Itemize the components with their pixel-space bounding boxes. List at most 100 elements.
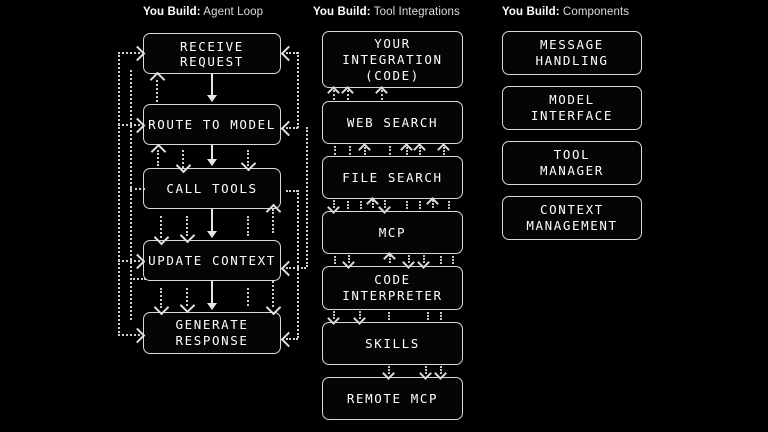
stem-g5-e <box>440 312 442 320</box>
heading-prefix: You Build: <box>502 6 560 18</box>
stem-g3-h <box>432 200 434 208</box>
riser-call-tools-up-right <box>272 209 274 233</box>
stem-g3-e <box>384 200 386 208</box>
arrow-update-to-generate <box>211 281 213 309</box>
node-your-integration[interactable]: YOUR INTEGRATION (CODE) <box>322 31 463 88</box>
stem-g6-c <box>440 366 442 374</box>
heading-title: Agent Loop <box>200 6 264 18</box>
heading-title: Tool Integrations <box>370 6 460 18</box>
node-code-interpreter[interactable]: CODE INTERPRETER <box>322 266 463 310</box>
node-remote-mcp[interactable]: REMOTE MCP <box>322 377 463 420</box>
chevron-up-receive-request <box>149 71 166 88</box>
stem-g4-f <box>440 256 442 264</box>
feedback-rail-outer-left <box>118 52 120 336</box>
tick-up-g2-c <box>358 143 371 156</box>
tick-up-g2-f <box>413 143 426 156</box>
stem-g2-f <box>419 147 421 155</box>
feedback-in-generate <box>118 334 140 336</box>
feedback-rail-right-a <box>297 52 299 128</box>
riser-generate-down <box>160 288 162 308</box>
feedback-branch-update <box>130 278 146 280</box>
stem-g5-c <box>388 312 390 320</box>
column-heading-tool-integrations: You Build: Tool Integrations <box>313 6 460 18</box>
stem-g4-d <box>408 255 410 263</box>
riser-update-up-right <box>272 281 274 307</box>
feedback-rail-inner-left <box>130 70 132 320</box>
node-context-management[interactable]: CONTEXT MANAGEMENT <box>502 196 642 240</box>
stem-g2-b <box>349 146 351 155</box>
tick-up-g2-e <box>400 143 413 156</box>
tick-up-g1-c <box>375 86 388 99</box>
stem-g1-b <box>347 90 349 100</box>
feedback-out-receive <box>286 52 298 54</box>
chevron-left-route-to-model <box>280 120 297 137</box>
node-message-handling[interactable]: MESSAGE HANDLING <box>502 31 642 75</box>
tick-up-g3-d <box>366 197 379 210</box>
chevron-left-generate-response <box>280 331 297 348</box>
node-mcp[interactable]: MCP <box>322 211 463 254</box>
chevron-left-update-context <box>280 260 297 277</box>
node-web-search[interactable]: WEB SEARCH <box>322 101 463 144</box>
feedback-out-route <box>286 127 298 129</box>
stem-g3-f <box>406 201 408 209</box>
stem-g2-d <box>389 146 391 155</box>
node-tool-manager[interactable]: TOOL MANAGER <box>502 141 642 185</box>
stem-g2-g <box>443 147 445 155</box>
stem-g4-a <box>334 256 336 264</box>
stem-g6-b <box>425 366 427 374</box>
feedback-in-update <box>118 260 140 262</box>
stem-g3-c <box>360 201 362 209</box>
arrow-route-to-call <box>211 145 213 165</box>
node-generate-response[interactable]: GENERATE RESPONSE <box>143 312 281 354</box>
riser-update-down <box>160 216 162 238</box>
stem-g4-g <box>452 256 454 264</box>
riser-generate-branch-2 <box>247 288 249 306</box>
node-route-to-model[interactable]: ROUTE TO MODEL <box>143 104 281 145</box>
arrow-call-to-update <box>211 209 213 237</box>
riser-route-up <box>157 150 159 166</box>
stem-g2-e <box>406 147 408 155</box>
stem-g3-d <box>372 200 374 208</box>
stem-g5-b <box>359 311 361 319</box>
feedback-out-update <box>286 267 306 269</box>
arrow-receive-to-route <box>211 74 213 101</box>
chevron-left-receive-request <box>280 45 297 62</box>
stem-g1-a <box>333 90 335 100</box>
stem-g2-a <box>334 146 336 155</box>
feedback-rail-right-c <box>297 190 299 338</box>
node-model-interface[interactable]: MODEL INTERFACE <box>502 86 642 130</box>
stem-g6-a <box>388 366 390 374</box>
feedback-in-call-tools <box>130 188 145 190</box>
tick-up-g1-a <box>327 86 340 99</box>
stem-g1-c <box>381 90 383 100</box>
stem-g4-c <box>389 255 391 263</box>
feedback-in-route <box>118 124 140 126</box>
node-file-search[interactable]: FILE SEARCH <box>322 156 463 199</box>
stem-g3-b <box>347 201 349 209</box>
stem-g3-a <box>333 200 335 208</box>
riser-route-branch <box>247 150 249 166</box>
chevron-down-generate-branch <box>179 297 196 314</box>
heading-prefix: You Build: <box>143 6 201 18</box>
feedback-out-call-tools <box>286 190 298 192</box>
riser-generate-branch <box>186 288 188 306</box>
stem-g5-d <box>427 312 429 320</box>
riser-call-tools-down <box>182 150 184 168</box>
tick-up-g2-g <box>437 143 450 156</box>
riser-receive-up <box>156 80 158 102</box>
stem-g3-g <box>419 201 421 209</box>
feedback-in-receive <box>118 52 140 54</box>
stem-g5-a <box>333 311 335 319</box>
column-heading-agent-loop: You Build: Agent Loop <box>143 6 263 18</box>
node-call-tools[interactable]: CALL TOOLS <box>143 168 281 209</box>
node-update-context[interactable]: UPDATE CONTEXT <box>143 240 281 281</box>
node-skills[interactable]: SKILLS <box>322 322 463 365</box>
riser-call-branch <box>247 216 249 236</box>
column-heading-components: You Build: Components <box>502 6 629 18</box>
node-receive-request[interactable]: RECEIVE REQUEST <box>143 33 281 74</box>
stem-g4-e <box>423 255 425 263</box>
feedback-rail-right-b <box>306 127 308 267</box>
tick-up-g3-h <box>426 197 439 210</box>
stem-g2-c <box>364 147 366 155</box>
